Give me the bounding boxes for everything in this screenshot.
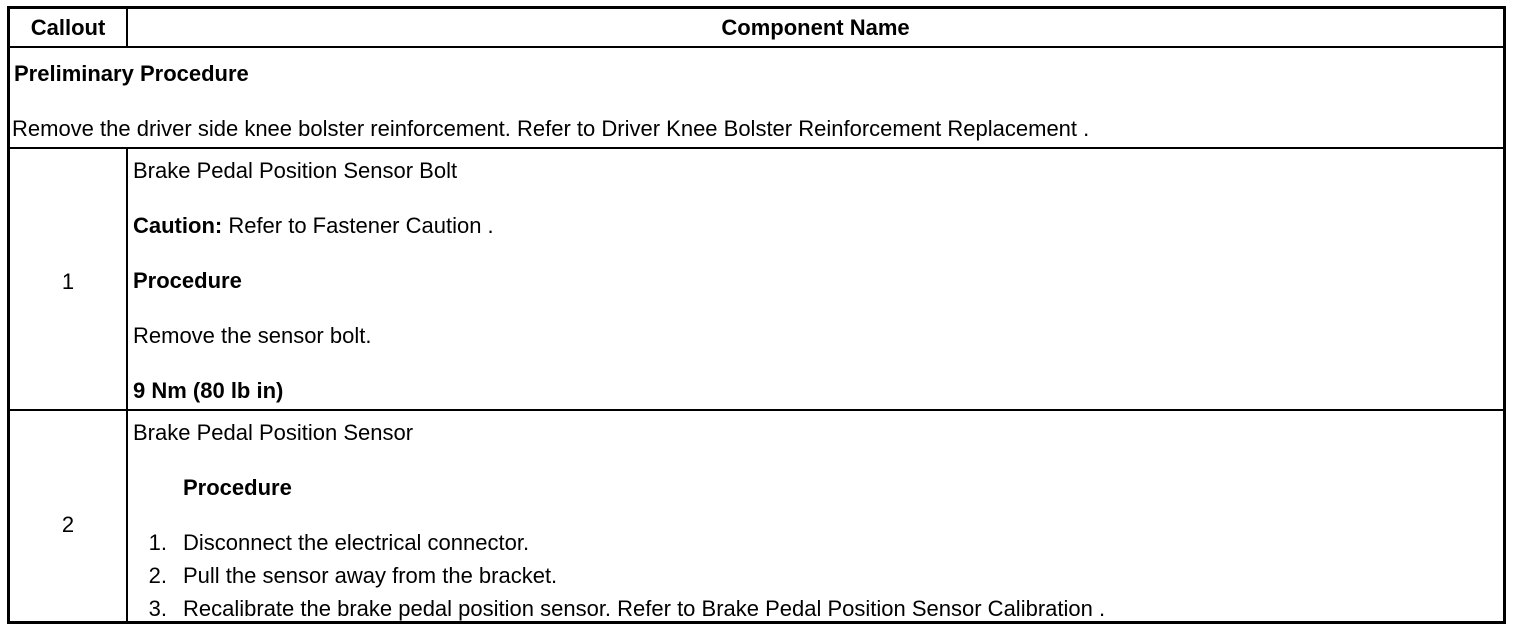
row-2-name: Brake Pedal Position Sensor [133, 420, 414, 445]
step-text: Disconnect the electrical connector. [183, 530, 530, 555]
step-number: 2. [148, 563, 167, 588]
header-divider [126, 9, 128, 48]
row-2-callout: 2 [61, 512, 75, 537]
caution-text: Refer to Fastener Caution . [222, 213, 494, 238]
preliminary-text: Remove the driver side knee bolster rein… [12, 116, 1090, 141]
row-1-procedure-label: Procedure [133, 268, 242, 293]
row-1-name: Brake Pedal Position Sensor Bolt [133, 158, 458, 183]
component-table: Callout Component Name Preliminary Proce… [7, 6, 1506, 624]
row-divider [10, 147, 1503, 149]
step-number: 1. [148, 530, 167, 555]
row-1-callout: 1 [61, 269, 75, 294]
step-text: Recalibrate the brake pedal position sen… [183, 596, 1106, 621]
row-1-procedure-text: Remove the sensor bolt. [133, 323, 372, 348]
row-2-procedure-label: Procedure [183, 475, 292, 500]
table-header-row: Callout Component Name [10, 9, 1503, 48]
row-divider [10, 409, 1503, 411]
header-callout: Callout [30, 14, 106, 40]
row-1-caution: Caution: Refer to Fastener Caution . [133, 213, 494, 239]
row-1-divider [126, 147, 128, 411]
row-1-torque: 9 Nm (80 lb in) [133, 378, 284, 403]
preliminary-title: Preliminary Procedure [14, 61, 249, 86]
step-number: 3. [148, 596, 167, 621]
caution-label: Caution: [133, 213, 223, 238]
step-text: Pull the sensor away from the bracket. [183, 563, 558, 588]
row-2-divider [126, 409, 128, 624]
header-component-name: Component Name [721, 14, 910, 40]
